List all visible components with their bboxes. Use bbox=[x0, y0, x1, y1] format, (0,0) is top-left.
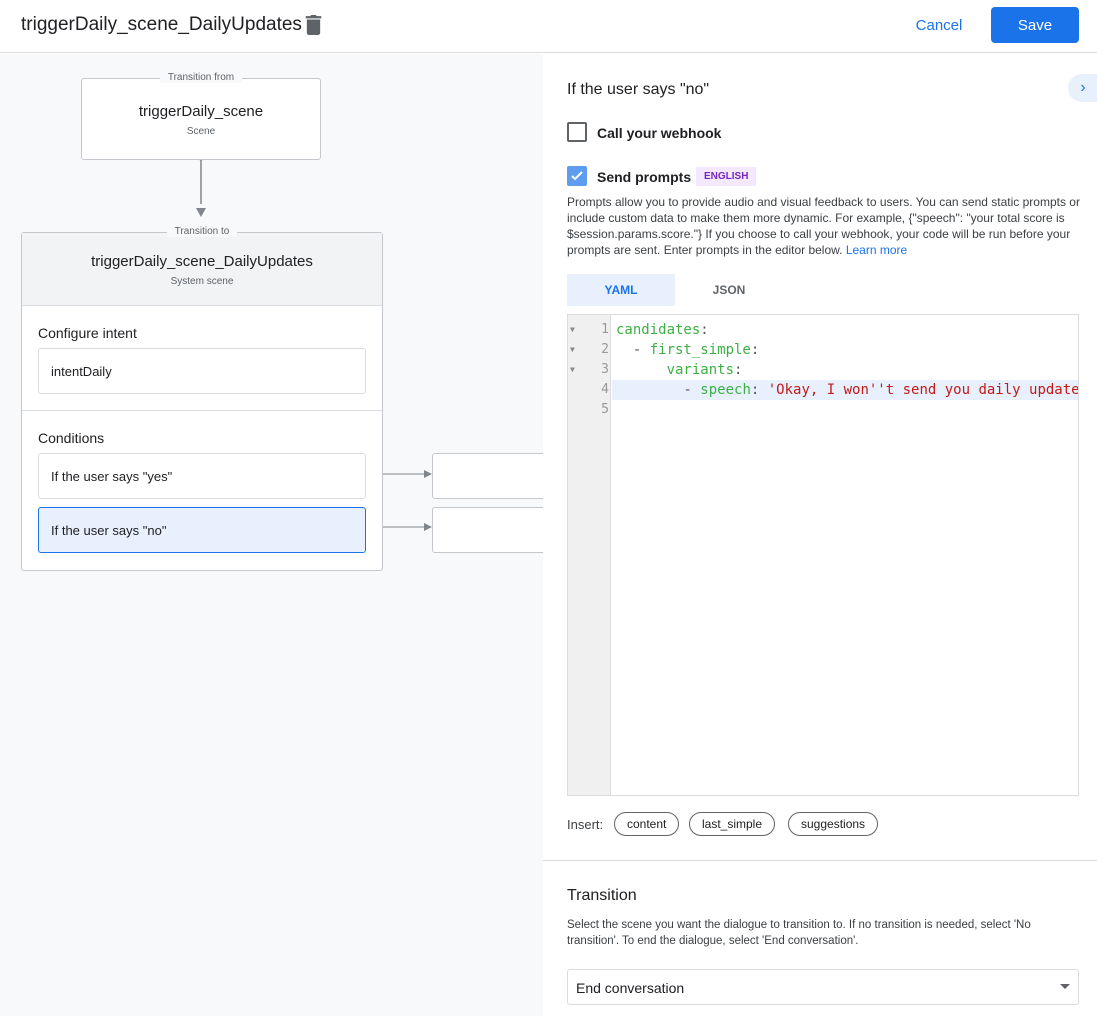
trash-icon[interactable] bbox=[305, 15, 322, 35]
transition-to-label: Transition to bbox=[166, 226, 238, 237]
tab-yaml[interactable]: YAML bbox=[567, 274, 675, 306]
fold-icon[interactable]: ▼ bbox=[570, 345, 575, 354]
save-button[interactable]: Save bbox=[991, 7, 1079, 43]
transition-description: Select the scene you want the dialogue t… bbox=[567, 919, 1031, 947]
webhook-label: Call your webhook bbox=[597, 125, 722, 141]
insert-label: Insert: bbox=[567, 817, 604, 832]
chevron-right-icon[interactable]: › bbox=[1068, 74, 1097, 102]
transition-to-node: Transition to triggerDaily_scene_DailyUp… bbox=[21, 226, 383, 571]
transition-select[interactable]: End conversation bbox=[567, 969, 1079, 1005]
webhook-checkbox[interactable] bbox=[567, 122, 587, 142]
panel-heading: If the user says "no" bbox=[567, 81, 710, 98]
intent-field[interactable]: intentDaily bbox=[38, 348, 366, 394]
fold-icon[interactable]: ▼ bbox=[570, 325, 575, 334]
to-scene-name: triggerDaily_scene_DailyUpdates bbox=[91, 253, 313, 270]
transition-from-label: Transition from bbox=[159, 72, 243, 83]
transition-from-node[interactable]: Transition from triggerDaily_scene Scene bbox=[81, 72, 321, 160]
check-icon bbox=[571, 171, 583, 181]
language-badge: ENGLISH bbox=[696, 167, 757, 186]
dropdown-arrow-icon bbox=[1060, 984, 1070, 994]
insert-chip-last-simple[interactable]: last_simple bbox=[689, 812, 776, 836]
condition-yes-target[interactable] bbox=[432, 453, 543, 499]
transition-heading: Transition bbox=[567, 887, 637, 904]
flow-canvas[interactable]: Transition from triggerDaily_scene Scene… bbox=[0, 54, 543, 1016]
to-scene-type: System scene bbox=[170, 276, 234, 287]
condition-yes[interactable]: If the user says "yes" bbox=[38, 453, 366, 499]
code-line: ▼2 - first_simple: bbox=[570, 342, 760, 358]
cancel-button[interactable]: Cancel bbox=[904, 8, 974, 42]
send-prompts-checkbox[interactable] bbox=[567, 166, 587, 186]
prompts-description: Prompts allow you to provide audio and v… bbox=[567, 195, 1080, 257]
condition-panel: › If the user says "no" Call your webhoo… bbox=[543, 54, 1097, 1016]
header: triggerDaily_scene_DailyUpdates Cancel S… bbox=[0, 0, 1097, 53]
condition-no[interactable]: If the user says "no" bbox=[38, 507, 366, 553]
transition-selected: End conversation bbox=[576, 980, 685, 996]
from-scene-name: triggerDaily_scene bbox=[138, 103, 264, 120]
from-scene-type: Scene bbox=[186, 126, 216, 137]
condition-no-target[interactable] bbox=[432, 507, 543, 553]
configure-intent-heading: Configure intent bbox=[38, 325, 137, 341]
learn-more-link[interactable]: Learn more bbox=[845, 243, 908, 257]
fold-icon[interactable]: ▼ bbox=[570, 365, 575, 374]
code-line: ▼3 variants: bbox=[570, 362, 743, 378]
insert-chip-content[interactable]: content bbox=[614, 812, 680, 836]
conditions-heading: Conditions bbox=[38, 430, 105, 446]
send-prompts-label: Send prompts bbox=[597, 169, 692, 185]
code-line-active: 4 - speech: 'Okay, I won''t send you dai… bbox=[601, 380, 1078, 400]
insert-chip-suggestions[interactable]: suggestions bbox=[788, 812, 879, 836]
code-line: 5 bbox=[601, 402, 609, 417]
page-title: triggerDaily_scene_DailyUpdates bbox=[21, 14, 302, 35]
tab-json[interactable]: JSON bbox=[712, 283, 746, 297]
